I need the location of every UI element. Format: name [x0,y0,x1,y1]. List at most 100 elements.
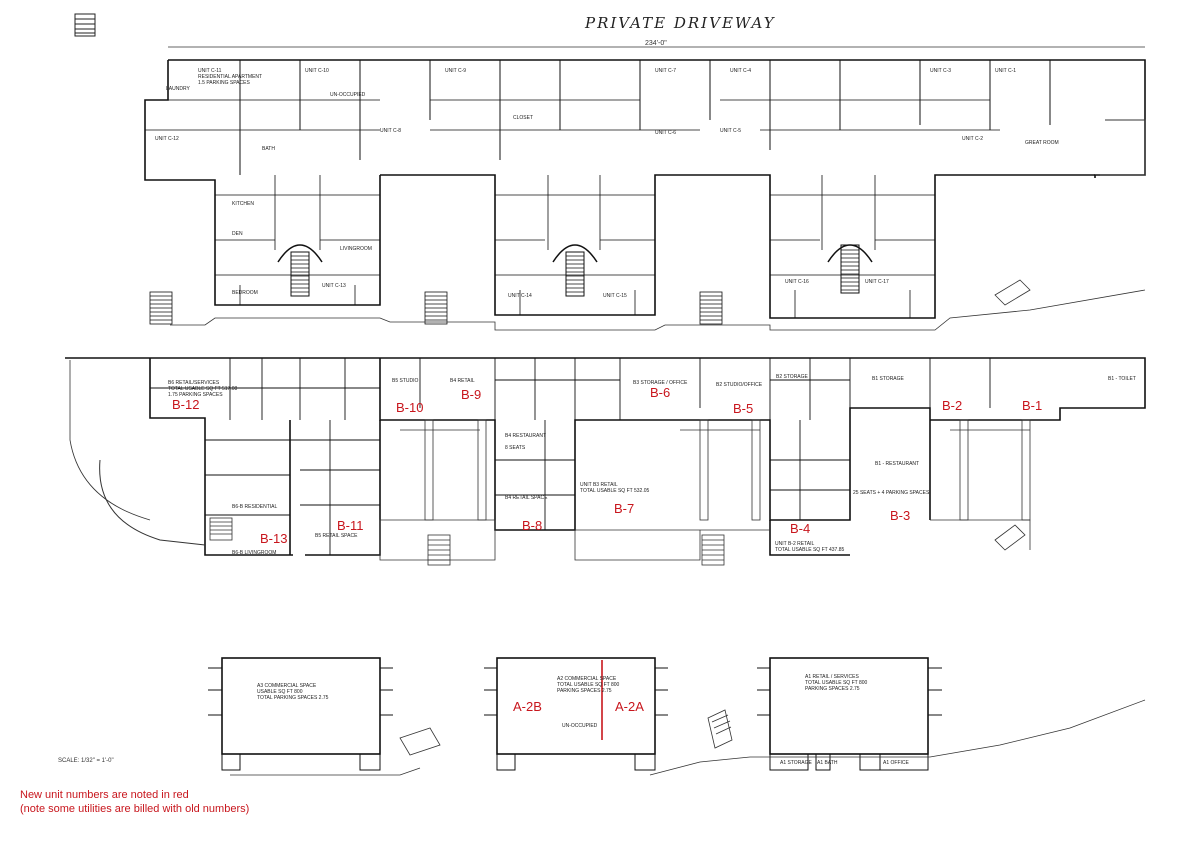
label-park: 1.5 PARKING SPACES [198,80,250,86]
label-b5studio: B5 STUDIO [392,378,419,384]
label-b1rest: B1 - RESTAURANT [875,461,919,467]
label-a2: A2 COMMERCIAL SPACE [557,676,617,682]
building-c [144,59,1146,319]
note-line-1: New unit numbers are noted in red [20,789,189,801]
stair-core-c16 [827,244,873,294]
building-a3 [208,657,393,771]
scale-label: SCALE: 1/32" = 1'-0" [58,758,114,764]
unit-label-b4: B-4 [790,521,811,536]
stair-core-c13 [277,244,323,297]
middle-base [69,360,1031,566]
label-closet: CLOSET [513,115,533,121]
label-c1: UNIT C-1 [995,68,1016,74]
label-a3: A3 COMMERCIAL SPACE [257,683,317,689]
label-c11: UNIT C-11 [198,68,222,74]
label-c2: UNIT C-2 [962,136,983,142]
ramp [994,279,1031,306]
label-b4seats: 8 SEATS [505,445,526,451]
label-c4: UNIT C-4 [730,68,751,74]
label-great: GREAT ROOM [1025,140,1059,146]
corner-hatch-icon [74,13,96,37]
label-b1storage: B1 STORAGE [872,376,905,382]
unit-label-b13: B-13 [260,531,288,546]
label-c7: UNIT C-7 [655,68,676,74]
label-unocc: UN-OCCUPIED [330,92,366,98]
label-c5: UNIT C-5 [720,128,741,134]
label-b6park: 1.75 PARKING SPACES [168,392,223,398]
unit-label-b1: B-1 [1022,398,1043,413]
building-b-interior [150,358,991,555]
label-c8: UNIT C-8 [380,128,401,134]
label-b5retail: B5 RETAIL SPACE [315,533,358,539]
label-b6bliving: B6-B LIVINGROOM [232,550,276,556]
unit-label-b8: B-8 [522,518,543,533]
unit-label-b7: B-7 [614,501,635,516]
unit-label-b5: B-5 [733,401,754,416]
label-b1toilet: B1 - TOILET [1108,376,1136,382]
label-c16: UNIT C-16 [785,279,809,285]
label-a1park: PARKING SPACES 2.75 [805,686,860,692]
unit-label-b6: B-6 [650,385,671,400]
label-living: LIVINGROOM [340,246,372,252]
label-c9: UNIT C-9 [445,68,466,74]
unit-label-b9: B-9 [461,387,482,402]
label-c17: UNIT C-17 [865,279,889,285]
building-a2 [484,657,668,771]
unit-label-b2: B-2 [942,398,963,413]
label-b4retail: B4 RETAIL [450,378,475,384]
label-a2usable: TOTAL USABLE SQ FT 800 [557,682,620,688]
label-c12: UNIT C-12 [155,136,179,142]
label-c10: UNIT C-10 [305,68,329,74]
label-b4space: B4 RETAIL SPACE [505,495,548,501]
label-a1bath: A1 BATH [817,760,838,766]
note-line-2: (note some utilities are billed with old… [20,803,250,815]
label-a3usable: USABLE SQ FT 800 [257,689,303,695]
label-b3usable: TOTAL USABLE SQ FT 532.05 [580,488,650,494]
label-a3park: TOTAL PARKING SPACES 2.75 [257,695,329,701]
label-b2storage: B2 STORAGE [776,374,809,380]
label-c15: UNIT C-15 [603,293,627,299]
label-b6res: B6-B RESIDENTIAL [232,504,278,510]
label-a1office: A1 OFFICE [883,760,910,766]
exterior-stair [149,291,723,325]
label-bedroom: BEDROOM [232,290,258,296]
label-b4rest: B4 RESTAURANT [505,433,546,439]
unit-label-b11: B-11 [337,518,364,533]
unit-label-a2a: A-2A [615,699,644,714]
ground-line [170,289,1146,331]
label-b3retail: UNIT B3 RETAIL [580,482,618,488]
label-a2-unocc: UN-OCCUPIED [562,723,598,729]
label-res: RESIDENTIAL APARTMENT [198,74,262,80]
label-c13: UNIT C-13 [322,283,346,289]
label-c3: UNIT C-3 [930,68,951,74]
unit-label-b12: B-12 [172,397,200,412]
dimension-label: 234'-0" [645,40,667,47]
room-labels: UNIT C-11 RESIDENTIAL APARTMENT 1.5 PARK… [155,68,1136,766]
label-laundry: LAUNDRY [166,86,190,92]
label-b6retail: B6 RETAIL/SERVICES [168,380,220,386]
label-bath: BATH [262,146,275,152]
label-c6: UNIT C-6 [655,130,676,136]
label-b2studio: B2 STUDIO/OFFICE [716,382,763,388]
label-b1seats: 25 SEATS + 4 PARKING SPACES [853,490,930,496]
label-b2usable: TOTAL USABLE SQ FT 437.85 [775,547,845,553]
label-a1storage: A1 STORAGE [780,760,813,766]
unit-label-b3: B-3 [890,508,911,523]
label-b2retail: UNIT B-2 RETAIL [775,541,814,547]
building-a1 [757,657,942,771]
label-b6usable: TOTAL USABLE SQ FT 517.08 [168,386,238,392]
label-den: DEN [232,231,243,237]
label-a1: A1 RETAIL / SERVICES [805,674,859,680]
label-a1usable: TOTAL USABLE SQ FT 800 [805,680,868,686]
label-a2park: PARKING SPACES 2.75 [557,688,612,694]
unit-label-b10: B-10 [396,400,424,415]
unit-label-a2b: A-2B [513,699,542,714]
label-b3storage: B3 STORAGE / OFFICE [633,380,688,386]
driveway-title: PRIVATE DRIVEWAY [585,14,776,32]
bottom-stairs-and-grade [230,699,1146,776]
label-kitchen: KITCHEN [232,201,254,207]
label-c14: UNIT C-14 [508,293,532,299]
annex [1100,119,1146,176]
stair-core-c14 [552,244,598,297]
